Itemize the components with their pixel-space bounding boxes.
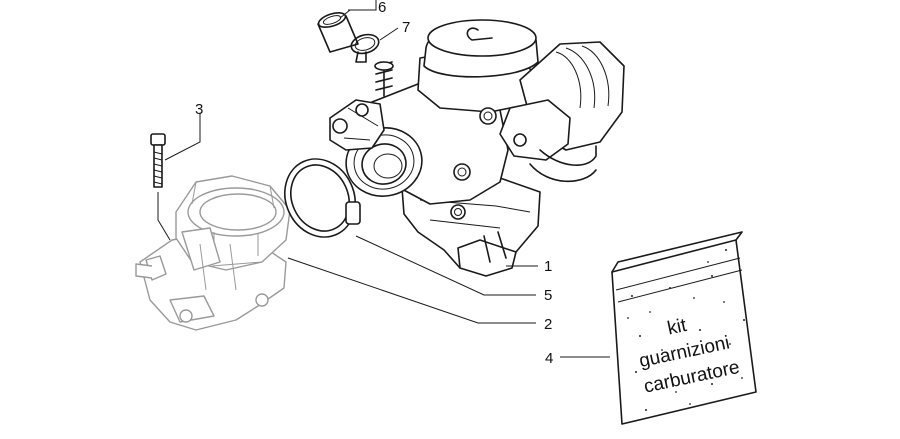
callout-7: 7 — [402, 19, 410, 36]
kit-label-line1: kit — [666, 315, 690, 340]
callout-2: 2 — [544, 316, 552, 333]
callout-5: 5 — [544, 287, 552, 304]
intake-manifold — [135, 175, 291, 331]
callout-1: 1 — [544, 258, 552, 275]
gasket-kit-bag: kit guarnizioni carburatore — [611, 231, 757, 425]
leader-6 — [348, 0, 377, 11]
leader-2 — [287, 257, 536, 324]
o-ring-gasket — [284, 158, 361, 238]
callout-6: 6 — [378, 0, 386, 16]
leader-5 — [355, 235, 536, 296]
leader-lines — [157, 0, 610, 358]
leader-6b — [339, 9, 351, 19]
carburetor — [329, 19, 625, 277]
leader-3 — [164, 114, 201, 161]
hose-clip — [350, 33, 380, 63]
leader-7 — [379, 27, 399, 41]
callout-4: 4 — [545, 350, 553, 367]
callout-3: 3 — [195, 101, 203, 118]
rubber-sleeve — [317, 12, 359, 53]
leader-3b — [157, 192, 171, 241]
callout-labels: 1 2 3 4 5 6 7 — [195, 0, 553, 367]
bag-speckle — [627, 249, 745, 411]
bolt — [150, 133, 166, 188]
